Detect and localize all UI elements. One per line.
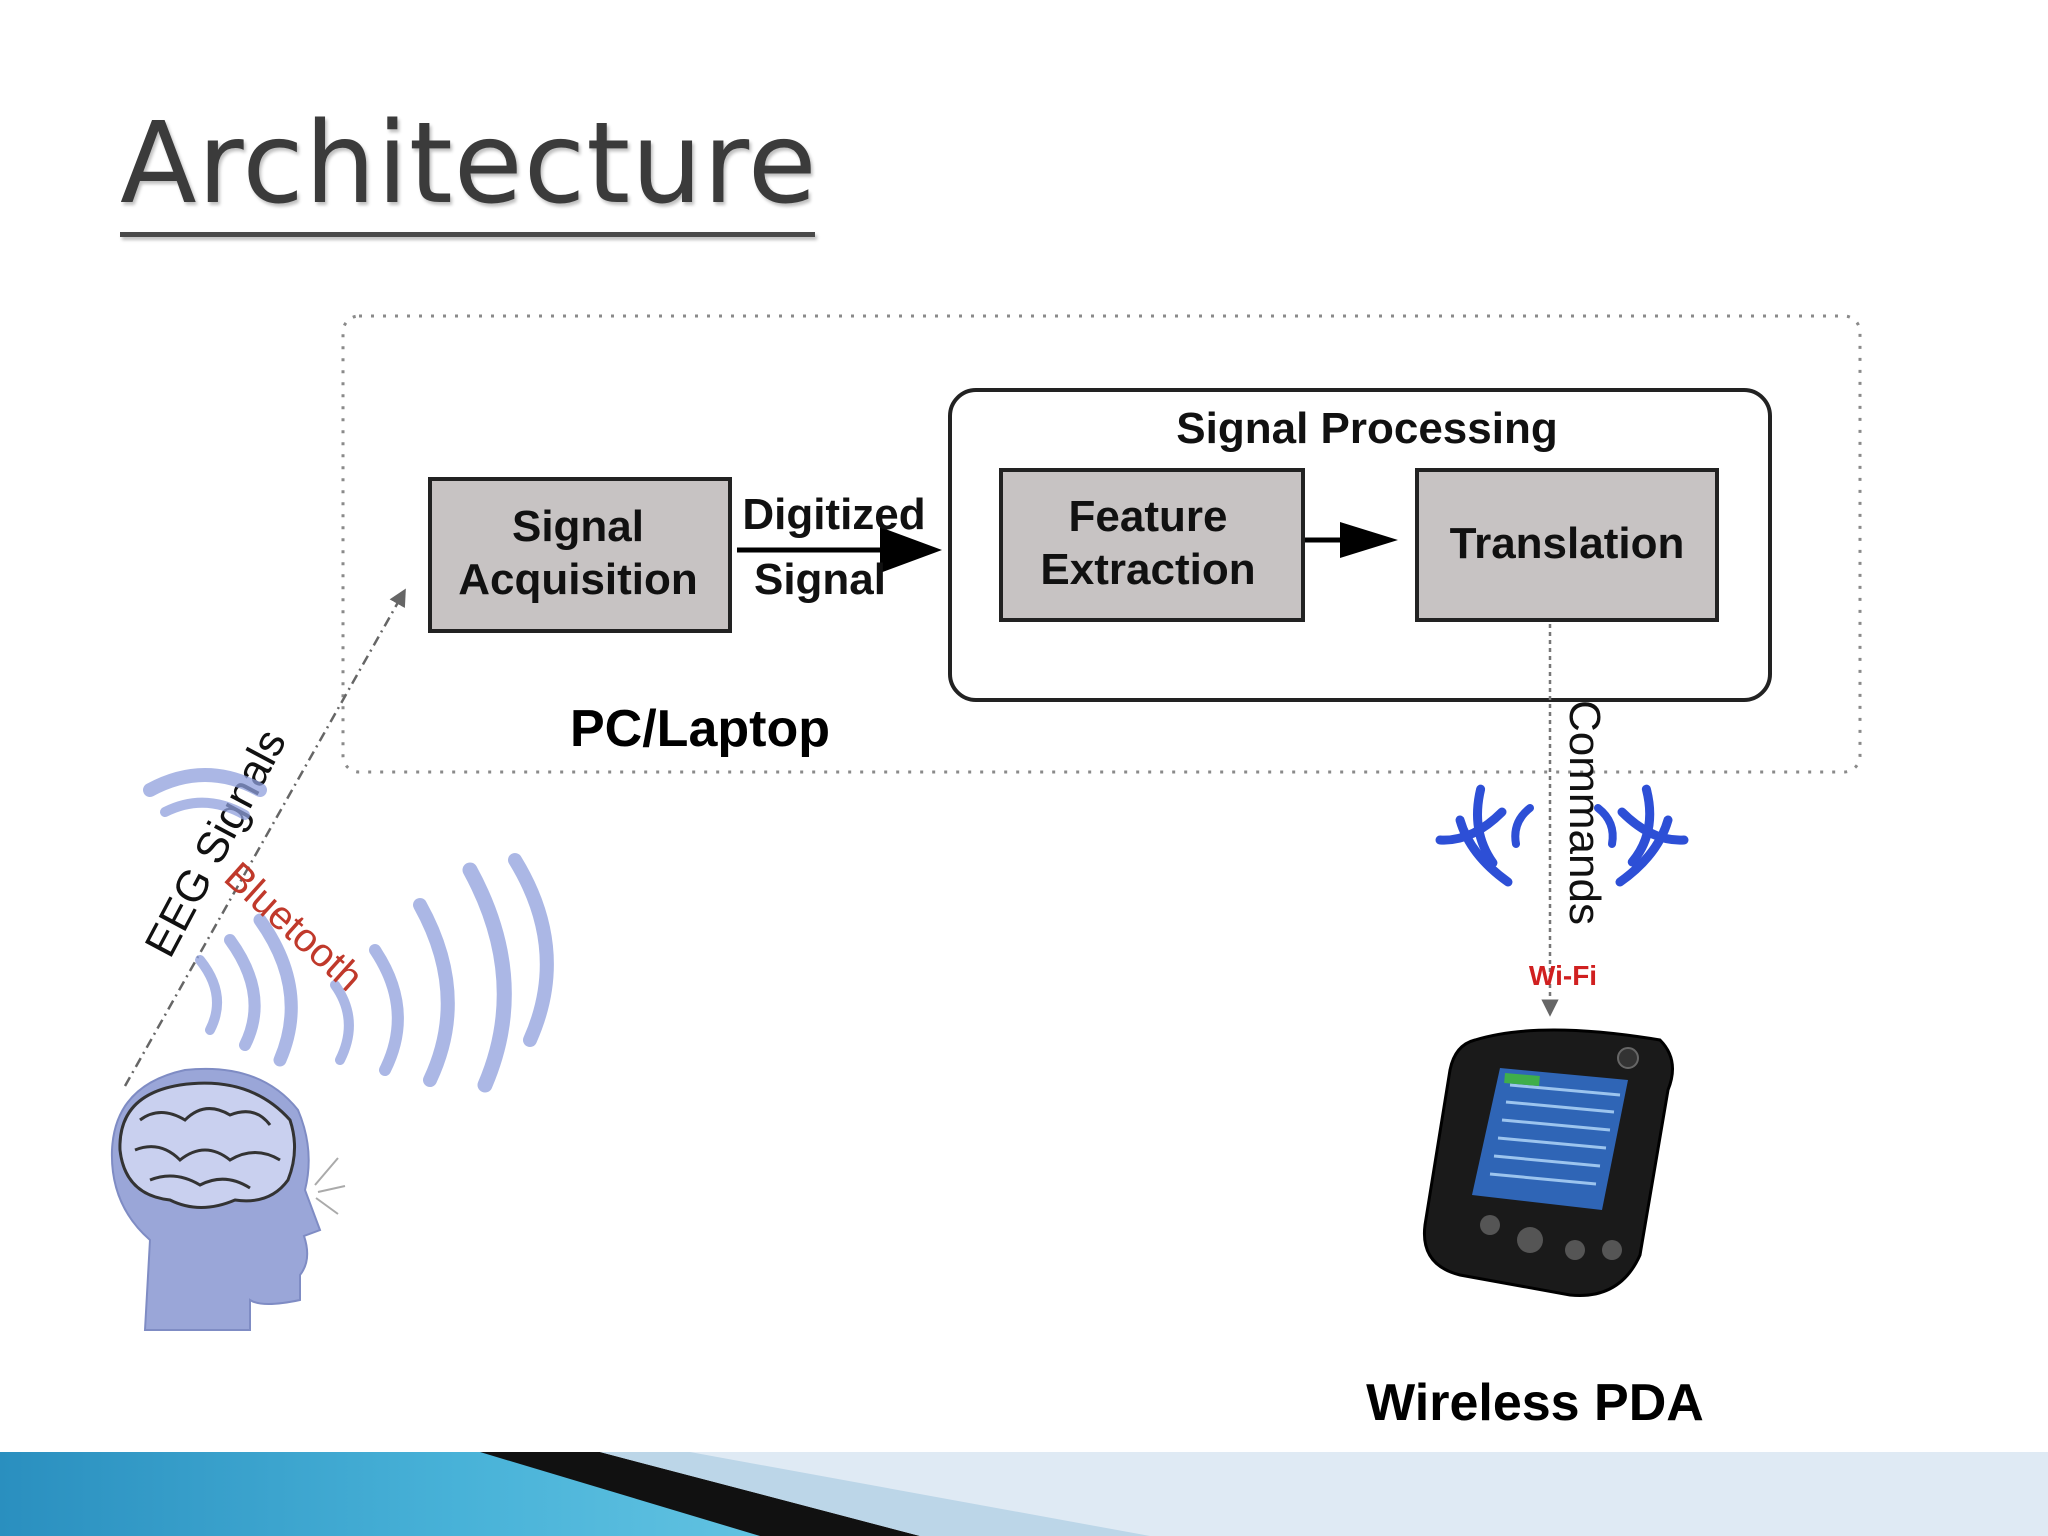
digitized-label: Digitized bbox=[742, 490, 925, 539]
signal-label: Signal bbox=[754, 555, 886, 604]
eeg-signals-arrow bbox=[123, 588, 407, 1087]
pc-laptop-container bbox=[341, 314, 1862, 774]
brainwave-icon bbox=[143, 768, 554, 1093]
wifi-wave-icon bbox=[1435, 784, 1689, 887]
pc-laptop-label: PC/Laptop bbox=[570, 700, 830, 758]
feature-extraction-block: Feature Extraction bbox=[999, 468, 1305, 622]
signal-processing-label: Signal Processing bbox=[1176, 404, 1557, 453]
signal-acquisition-label-line1: Signal bbox=[512, 502, 644, 551]
title-underline bbox=[120, 232, 815, 237]
bottom-banner bbox=[0, 1452, 2048, 1536]
signal-acquisition-label-line2: Acquisition bbox=[458, 555, 698, 604]
feature-extraction-label-line2: Extraction bbox=[1040, 545, 1255, 594]
head-brain-icon bbox=[110, 1067, 346, 1331]
wifi-label: Wi-Fi bbox=[1529, 960, 1597, 991]
pda-device-icon bbox=[1422, 1028, 1674, 1297]
slide-title: Architecture bbox=[120, 99, 818, 229]
feature-to-translation-arrow bbox=[1305, 522, 1398, 558]
translation-block: Translation bbox=[1415, 468, 1719, 622]
digitized-signal-arrow: Digitized Signal bbox=[737, 490, 942, 604]
feature-extraction-label-line1: Feature bbox=[1069, 492, 1228, 541]
translation-label: Translation bbox=[1450, 519, 1685, 568]
wireless-pda-label: Wireless PDA bbox=[1366, 1374, 1704, 1432]
signal-acquisition-block: Signal Acquisition bbox=[428, 477, 732, 633]
